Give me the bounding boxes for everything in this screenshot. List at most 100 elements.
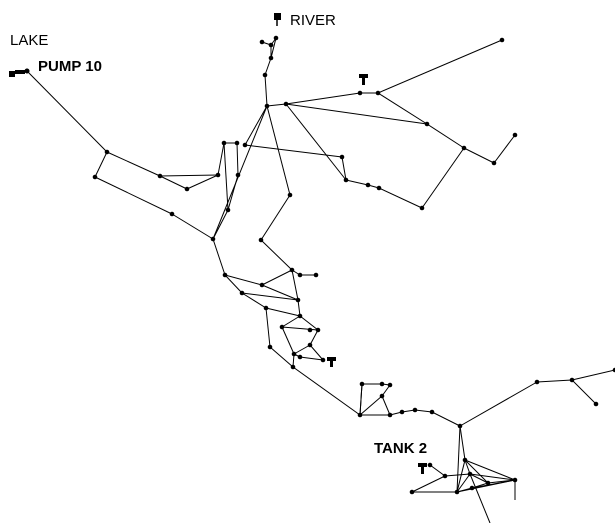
pipe — [285, 103, 347, 181]
pipe — [261, 269, 293, 286]
pipe — [571, 369, 615, 381]
pipe — [493, 134, 516, 164]
pipe — [94, 176, 173, 215]
pipe — [244, 144, 343, 158]
tank-icon — [418, 463, 427, 474]
pipe — [159, 174, 219, 177]
pipe — [266, 103, 287, 107]
tank-icon — [359, 74, 368, 85]
junction — [264, 103, 270, 109]
junction — [512, 132, 518, 138]
pipe — [456, 425, 461, 493]
pipe — [264, 57, 272, 76]
pipe — [377, 39, 503, 94]
pipe — [212, 238, 226, 276]
junction — [157, 173, 163, 179]
junction — [339, 154, 345, 160]
junction — [399, 409, 405, 415]
junction — [184, 186, 190, 192]
pipe — [171, 213, 214, 240]
junction — [221, 140, 227, 146]
junction — [429, 409, 435, 415]
pipe — [94, 151, 108, 178]
pipe — [285, 103, 428, 125]
junction — [343, 177, 349, 183]
junction — [287, 192, 293, 198]
pipe — [224, 274, 243, 294]
junction — [222, 272, 228, 278]
pipe — [536, 379, 573, 383]
junction — [461, 145, 467, 151]
junction — [469, 485, 475, 491]
pipe — [236, 142, 239, 176]
junction — [259, 39, 265, 45]
junction — [454, 489, 460, 495]
pipe — [241, 292, 299, 301]
pipe — [426, 123, 465, 149]
junction — [387, 382, 393, 388]
junction — [242, 142, 248, 148]
junction — [268, 42, 274, 48]
pump-label: PUMP 10 — [38, 58, 102, 75]
pump-icon — [9, 68, 30, 77]
pipe — [26, 70, 108, 153]
pipe — [469, 473, 491, 523]
pipe — [459, 381, 538, 427]
junction — [534, 379, 540, 385]
junction — [365, 182, 371, 188]
pipe — [411, 475, 446, 493]
junction — [234, 140, 240, 146]
junction — [612, 367, 615, 373]
pipe — [244, 105, 268, 146]
pipe — [292, 366, 361, 416]
pipe — [471, 479, 516, 489]
junction — [491, 160, 497, 166]
pipe — [464, 459, 471, 475]
junction — [291, 351, 297, 357]
junction — [593, 401, 599, 407]
pipe — [378, 187, 423, 209]
pipe — [381, 395, 391, 416]
pipe — [297, 299, 301, 317]
pipe — [266, 105, 291, 196]
junction — [290, 364, 296, 370]
junction — [225, 207, 231, 213]
pipe — [281, 315, 301, 328]
pipe — [291, 269, 299, 301]
junction — [297, 272, 303, 278]
tank-icon — [327, 357, 336, 367]
junction — [499, 37, 505, 43]
pipe — [463, 147, 495, 164]
junction — [268, 55, 274, 61]
pipe — [260, 239, 293, 271]
junction — [442, 473, 448, 479]
junction — [379, 381, 385, 387]
pipe — [429, 464, 446, 477]
junction — [462, 457, 468, 463]
junction — [295, 297, 301, 303]
pipe — [269, 346, 294, 368]
junction — [359, 381, 365, 387]
pipe — [265, 307, 301, 317]
junction — [313, 272, 319, 278]
pipe — [281, 326, 295, 355]
pipe — [299, 315, 319, 331]
pipe — [264, 74, 268, 107]
junction — [259, 282, 265, 288]
junction — [279, 324, 285, 330]
pipe — [464, 459, 489, 484]
junction — [307, 327, 313, 333]
pipe — [456, 473, 471, 493]
pipe — [217, 142, 225, 176]
junction — [457, 423, 463, 429]
pipe — [241, 292, 267, 309]
junction — [419, 205, 425, 211]
junction — [104, 149, 110, 155]
junction — [412, 407, 418, 413]
junction — [424, 121, 430, 127]
junction — [283, 101, 289, 107]
junction — [297, 354, 303, 360]
junction — [297, 313, 303, 319]
pipe — [186, 174, 219, 190]
